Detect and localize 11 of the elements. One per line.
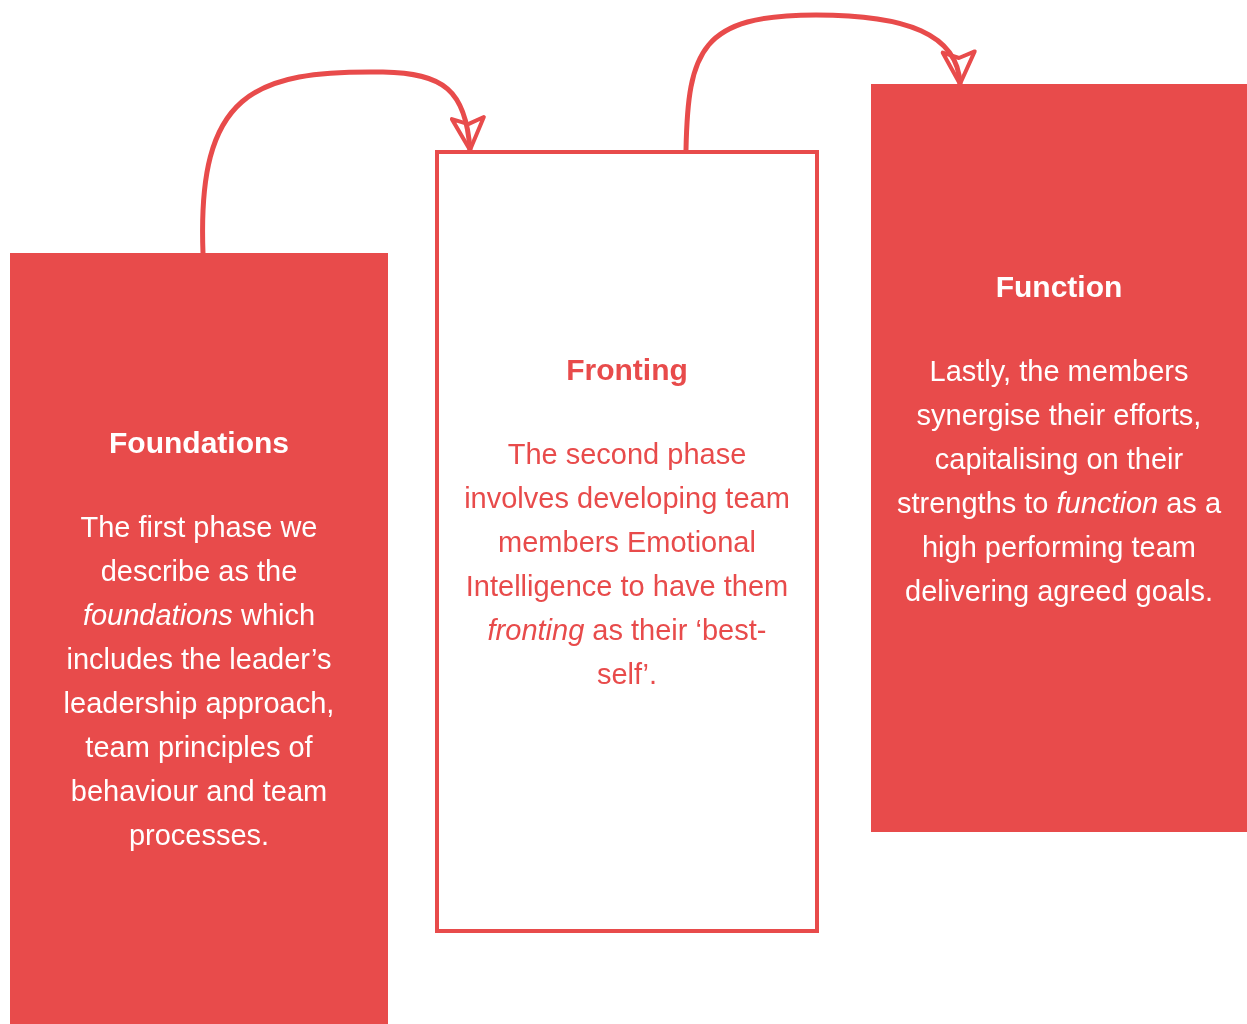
phase-heading: Foundations [109,425,289,461]
phase-heading: Fronting [566,352,688,388]
curved-arrow [200,69,485,253]
phase-card [10,253,388,1024]
phase-card [871,84,1247,832]
phase-description: Lastly, the members synergise their efforts, capitalising on their strengths to function as a high performing team delivering agreed goals. [895,353,1222,609]
phase-card [435,150,819,933]
phase-heading: Function [995,268,1123,305]
phase-description: The second phase involves developing team members Emotional Intelligence to have them fronting as their ‘best-self’. [463,437,791,692]
phase-description: The first phase we describe as the foundations which includes the leader’s leadership approach, team principles of behaviour and team processes. [62,510,336,853]
curved-arrow [683,12,974,151]
